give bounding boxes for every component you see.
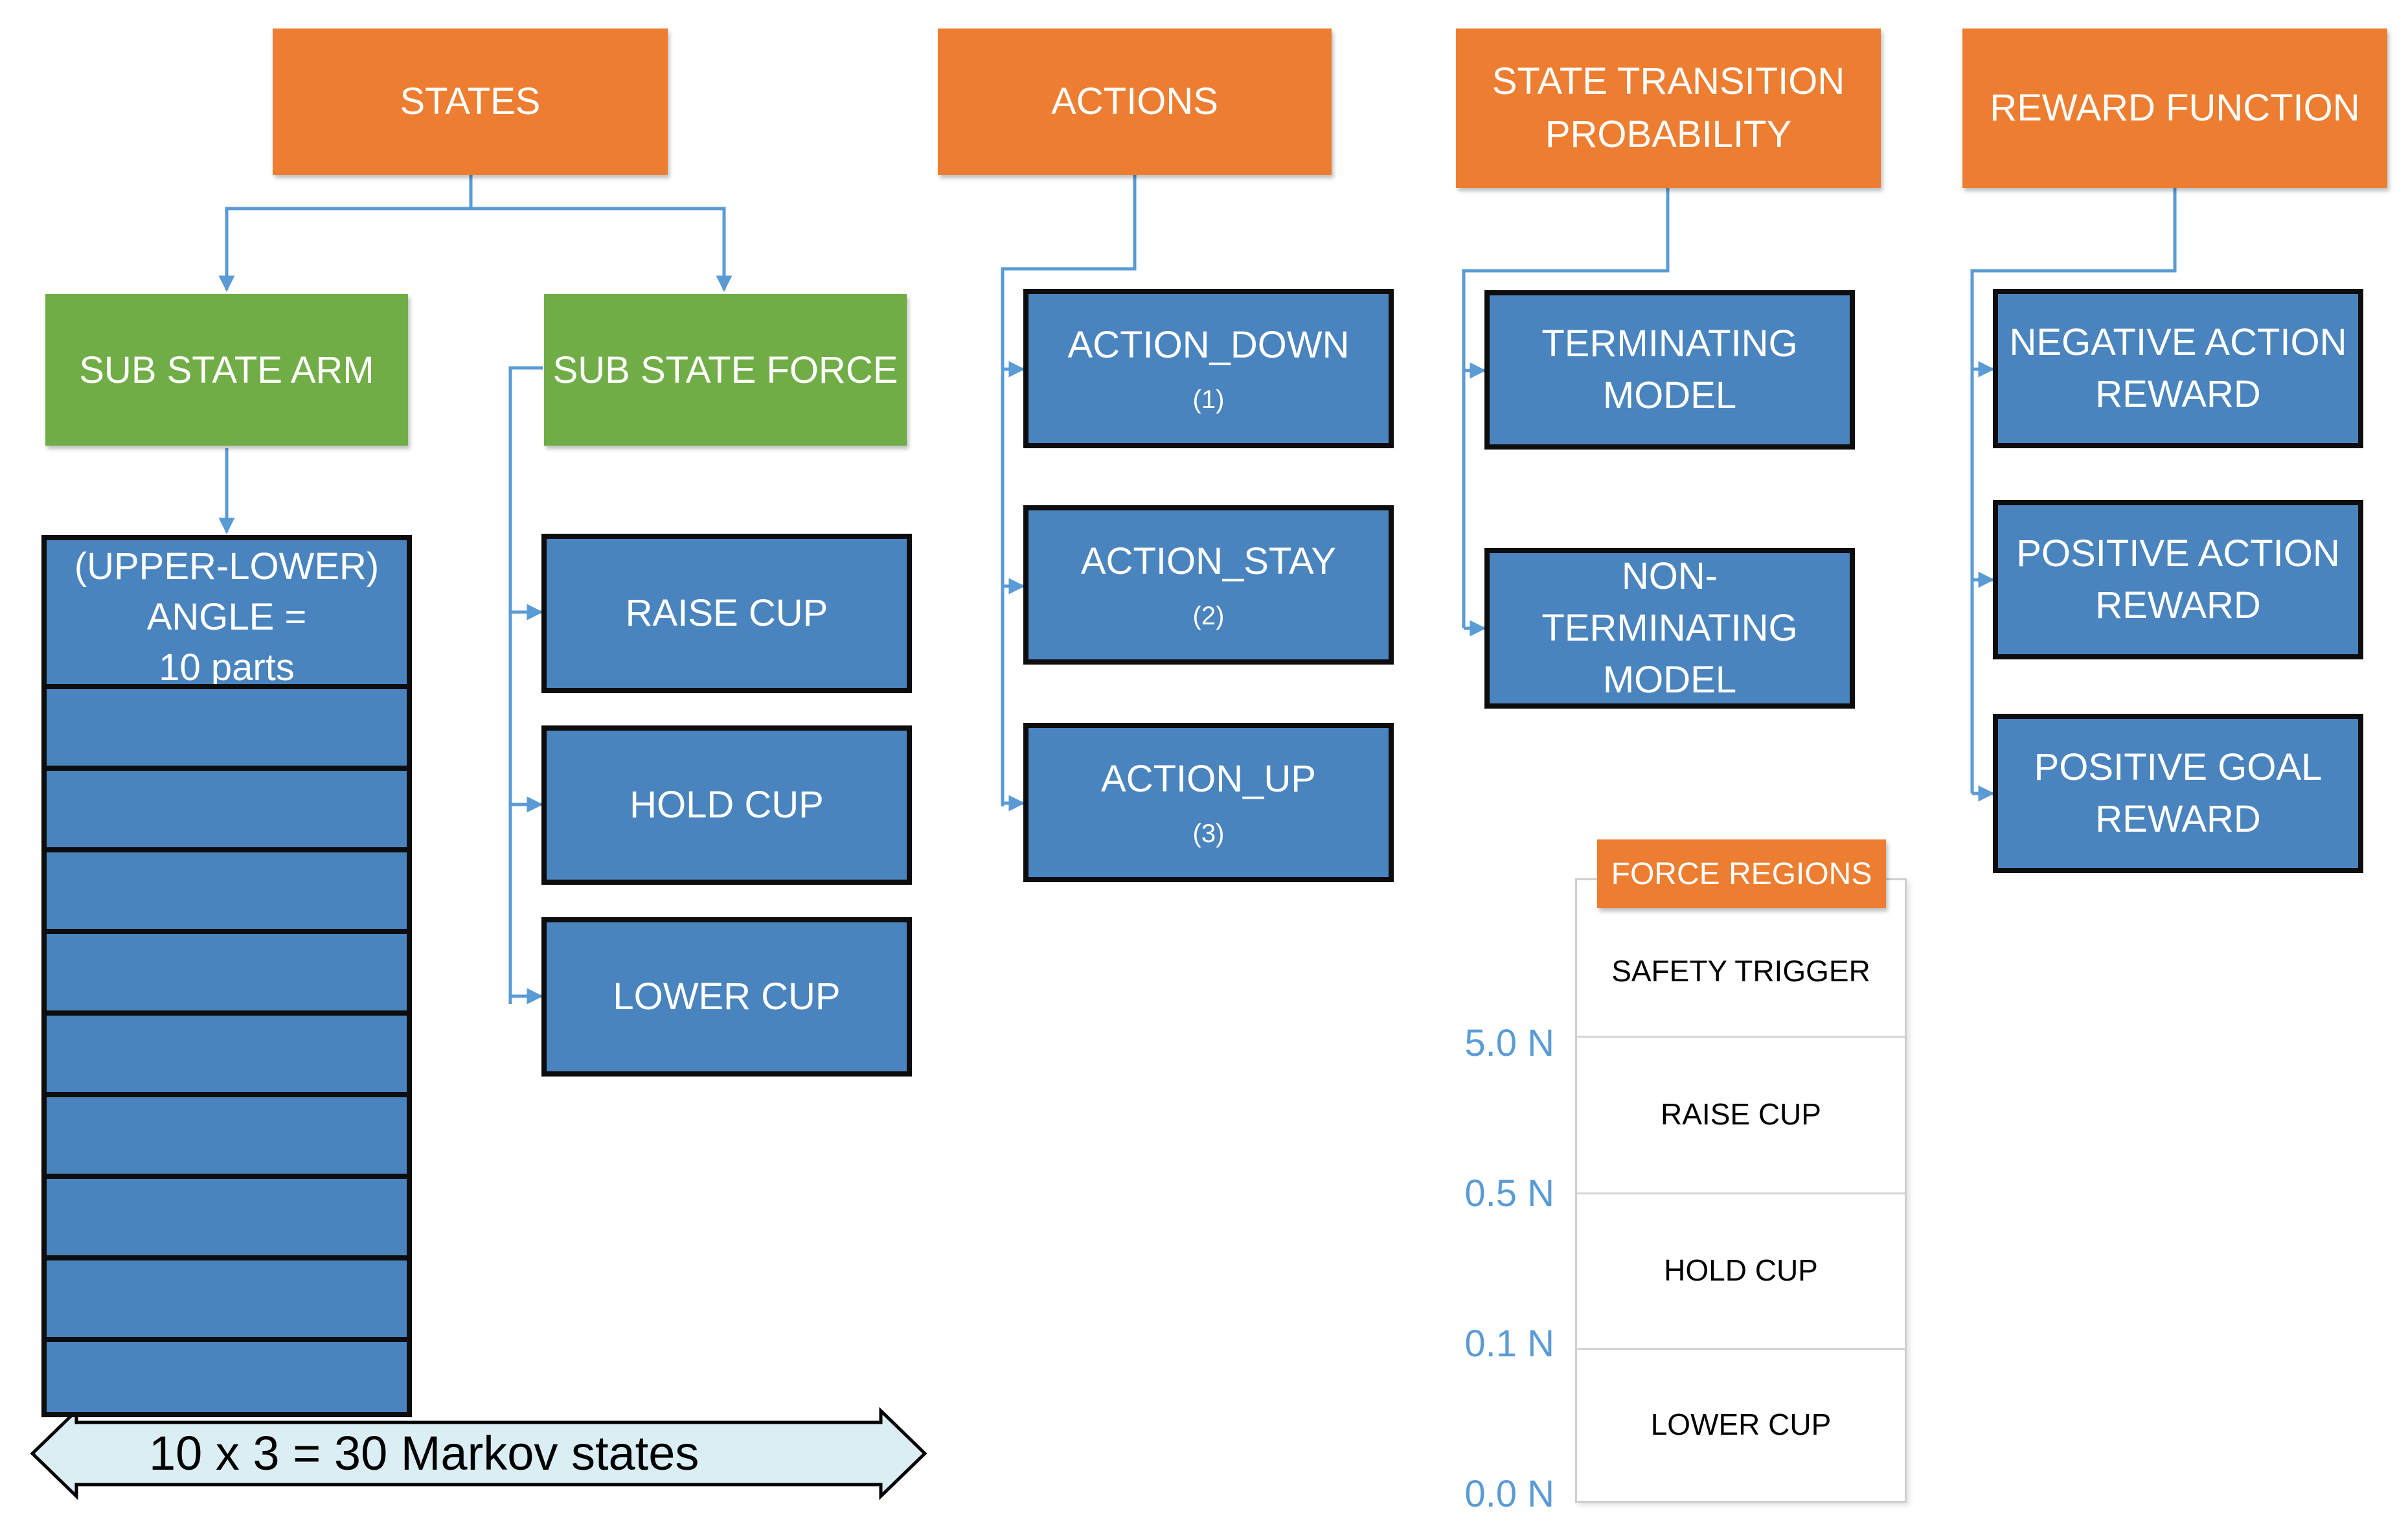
nonterm-line3: MODEL xyxy=(1602,659,1737,701)
angle-slice xyxy=(41,766,412,852)
angle-line1: (UPPER-LOWER) xyxy=(74,545,380,587)
states-header-label: STATES xyxy=(400,80,541,122)
force-tick-01: 0.1 N xyxy=(1464,1323,1554,1365)
nonterm-line1: NON- xyxy=(1621,555,1718,597)
positive-action-reward: POSITIVE ACTION REWARD xyxy=(1993,500,2363,659)
force-lower-cup: LOWER CUP xyxy=(541,917,912,1077)
force-region-divider xyxy=(1577,1192,1905,1194)
angle-slice xyxy=(41,1174,412,1260)
force-region-hold: HOLD CUP xyxy=(1664,1253,1818,1287)
reward-header-label: REWARD FUNCTION xyxy=(1990,87,2360,129)
actions-header: ACTIONS xyxy=(938,28,1332,175)
negative-action-reward: NEGATIVE ACTION REWARD xyxy=(1993,289,2363,448)
substate-arm: SUB STATE ARM xyxy=(45,294,408,446)
action-down-code: (1) xyxy=(1192,385,1225,414)
angle-line2: ANGLE = xyxy=(146,596,307,638)
states-header: STATES xyxy=(273,28,668,175)
force-connector xyxy=(508,366,543,1004)
terminating-line2: MODEL xyxy=(1602,374,1737,416)
force-region-row: RAISE CUP xyxy=(1577,1036,1905,1192)
markov-states-label: 10 x 3 = 30 Markov states xyxy=(149,1426,699,1480)
force-regions-header: FORCE REGIONS xyxy=(1597,839,1886,908)
transition-header-line2: PROBABILITY xyxy=(1545,113,1792,155)
action-stay: ACTION_STAY (2) xyxy=(1023,505,1394,665)
goal-line2: REWARD xyxy=(2095,798,2261,840)
reward-header: REWARD FUNCTION xyxy=(1962,28,2387,188)
force-region-row: SAFETY TRIGGER xyxy=(1577,906,1905,1036)
force-region-row: LOWER CUP xyxy=(1577,1348,1905,1501)
non-terminating-model: NON- TERMINATING MODEL xyxy=(1484,548,1855,709)
angle-slice xyxy=(41,1092,412,1179)
angle-slice xyxy=(41,684,412,771)
positive-line2: REWARD xyxy=(2095,584,2261,626)
force-hold-cup: HOLD CUP xyxy=(541,725,912,885)
force-tick-5: 5.0 N xyxy=(1464,1022,1554,1064)
action-down-label: ACTION_DOWN xyxy=(1067,324,1350,366)
force-regions-table: SAFETY TRIGGER RAISE CUP HOLD CUP LOWER … xyxy=(1575,878,1907,1503)
angle-slice xyxy=(41,929,412,1016)
action-up-label: ACTION_UP xyxy=(1101,758,1316,800)
force-region-safety: SAFETY TRIGGER xyxy=(1611,954,1870,988)
force-region-divider xyxy=(1577,1036,1905,1038)
force-raise-cup-label: RAISE CUP xyxy=(625,592,828,634)
goal-line1: POSITIVE GOAL xyxy=(2034,746,2323,788)
force-region-lower: LOWER CUP xyxy=(1650,1408,1832,1441)
substate-force-label: SUB STATE FORCE xyxy=(552,348,898,391)
transition-header: STATE TRANSITION PROBABILITY xyxy=(1456,28,1881,188)
action-up-code: (3) xyxy=(1192,819,1225,848)
force-region-divider xyxy=(1577,1348,1905,1350)
force-hold-cup-label: HOLD CUP xyxy=(630,784,824,826)
terminating-line1: TERMINATING xyxy=(1541,323,1798,365)
markov-double-arrow xyxy=(30,1407,927,1500)
force-region-row: HOLD CUP xyxy=(1577,1192,1905,1348)
positive-goal-reward: POSITIVE GOAL REWARD xyxy=(1993,714,2363,873)
states-connector xyxy=(218,175,473,292)
angle-slice xyxy=(41,847,412,934)
force-raise-cup: RAISE CUP xyxy=(541,534,912,693)
action-down: ACTION_DOWN (1) xyxy=(1023,289,1394,448)
force-tick-05: 0.5 N xyxy=(1464,1172,1554,1214)
substate-arm-label: SUB STATE ARM xyxy=(79,348,374,391)
terminating-model: TERMINATING MODEL xyxy=(1484,290,1855,450)
negative-line2: REWARD xyxy=(2095,373,2261,415)
action-stay-label: ACTION_STAY xyxy=(1080,540,1337,582)
force-region-raise: RAISE CUP xyxy=(1661,1097,1821,1131)
states-to-force-connector xyxy=(471,207,733,292)
angle-line3: 10 parts xyxy=(159,646,295,689)
negative-line1: NEGATIVE ACTION xyxy=(2009,321,2347,363)
reward-connector xyxy=(1970,188,2177,793)
positive-line1: POSITIVE ACTION xyxy=(2016,532,2340,575)
transition-header-line1: STATE TRANSITION xyxy=(1492,60,1845,102)
substate-force: SUB STATE FORCE xyxy=(544,294,907,446)
angle-slice xyxy=(41,1010,412,1097)
angle-slice xyxy=(41,1337,412,1417)
angle-slice xyxy=(41,1255,412,1342)
force-lower-cup-label: LOWER CUP xyxy=(613,975,841,1018)
actions-header-label: ACTIONS xyxy=(1051,80,1218,122)
nonterm-line2: TERMINATING xyxy=(1541,607,1798,649)
angle-parts-box: (UPPER-LOWER) ANGLE = 10 parts xyxy=(41,535,412,689)
force-tick-0: 0.0 N xyxy=(1464,1473,1554,1515)
force-regions-title: FORCE REGIONS xyxy=(1611,856,1872,891)
transition-connector xyxy=(1462,188,1670,628)
actions-connector xyxy=(1001,175,1137,806)
action-up: ACTION_UP (3) xyxy=(1023,723,1394,882)
action-stay-code: (2) xyxy=(1192,602,1225,630)
